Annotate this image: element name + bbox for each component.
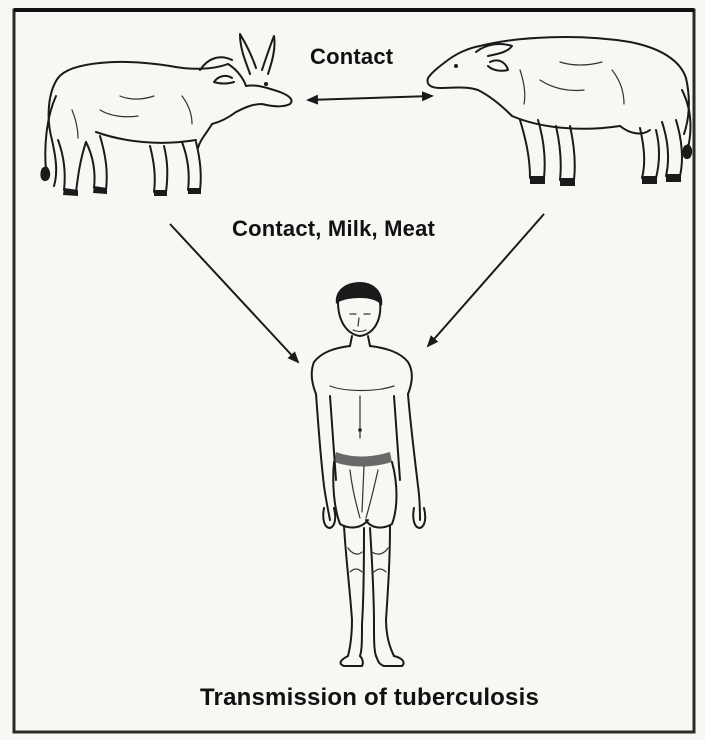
left-transmission-arrow [170,224,298,362]
figure-caption: Transmission of tuberculosis [200,684,539,712]
contact-label: Contact [310,44,393,70]
buffalo-illustration [428,37,693,186]
figure-frame [14,10,694,732]
zebu-cow-illustration [40,34,291,196]
right-transmission-arrow [428,214,544,346]
standing-man-illustration [312,282,425,666]
contact-double-arrow [308,96,432,100]
transmission-routes-label: Contact, Milk, Meat [232,216,435,242]
